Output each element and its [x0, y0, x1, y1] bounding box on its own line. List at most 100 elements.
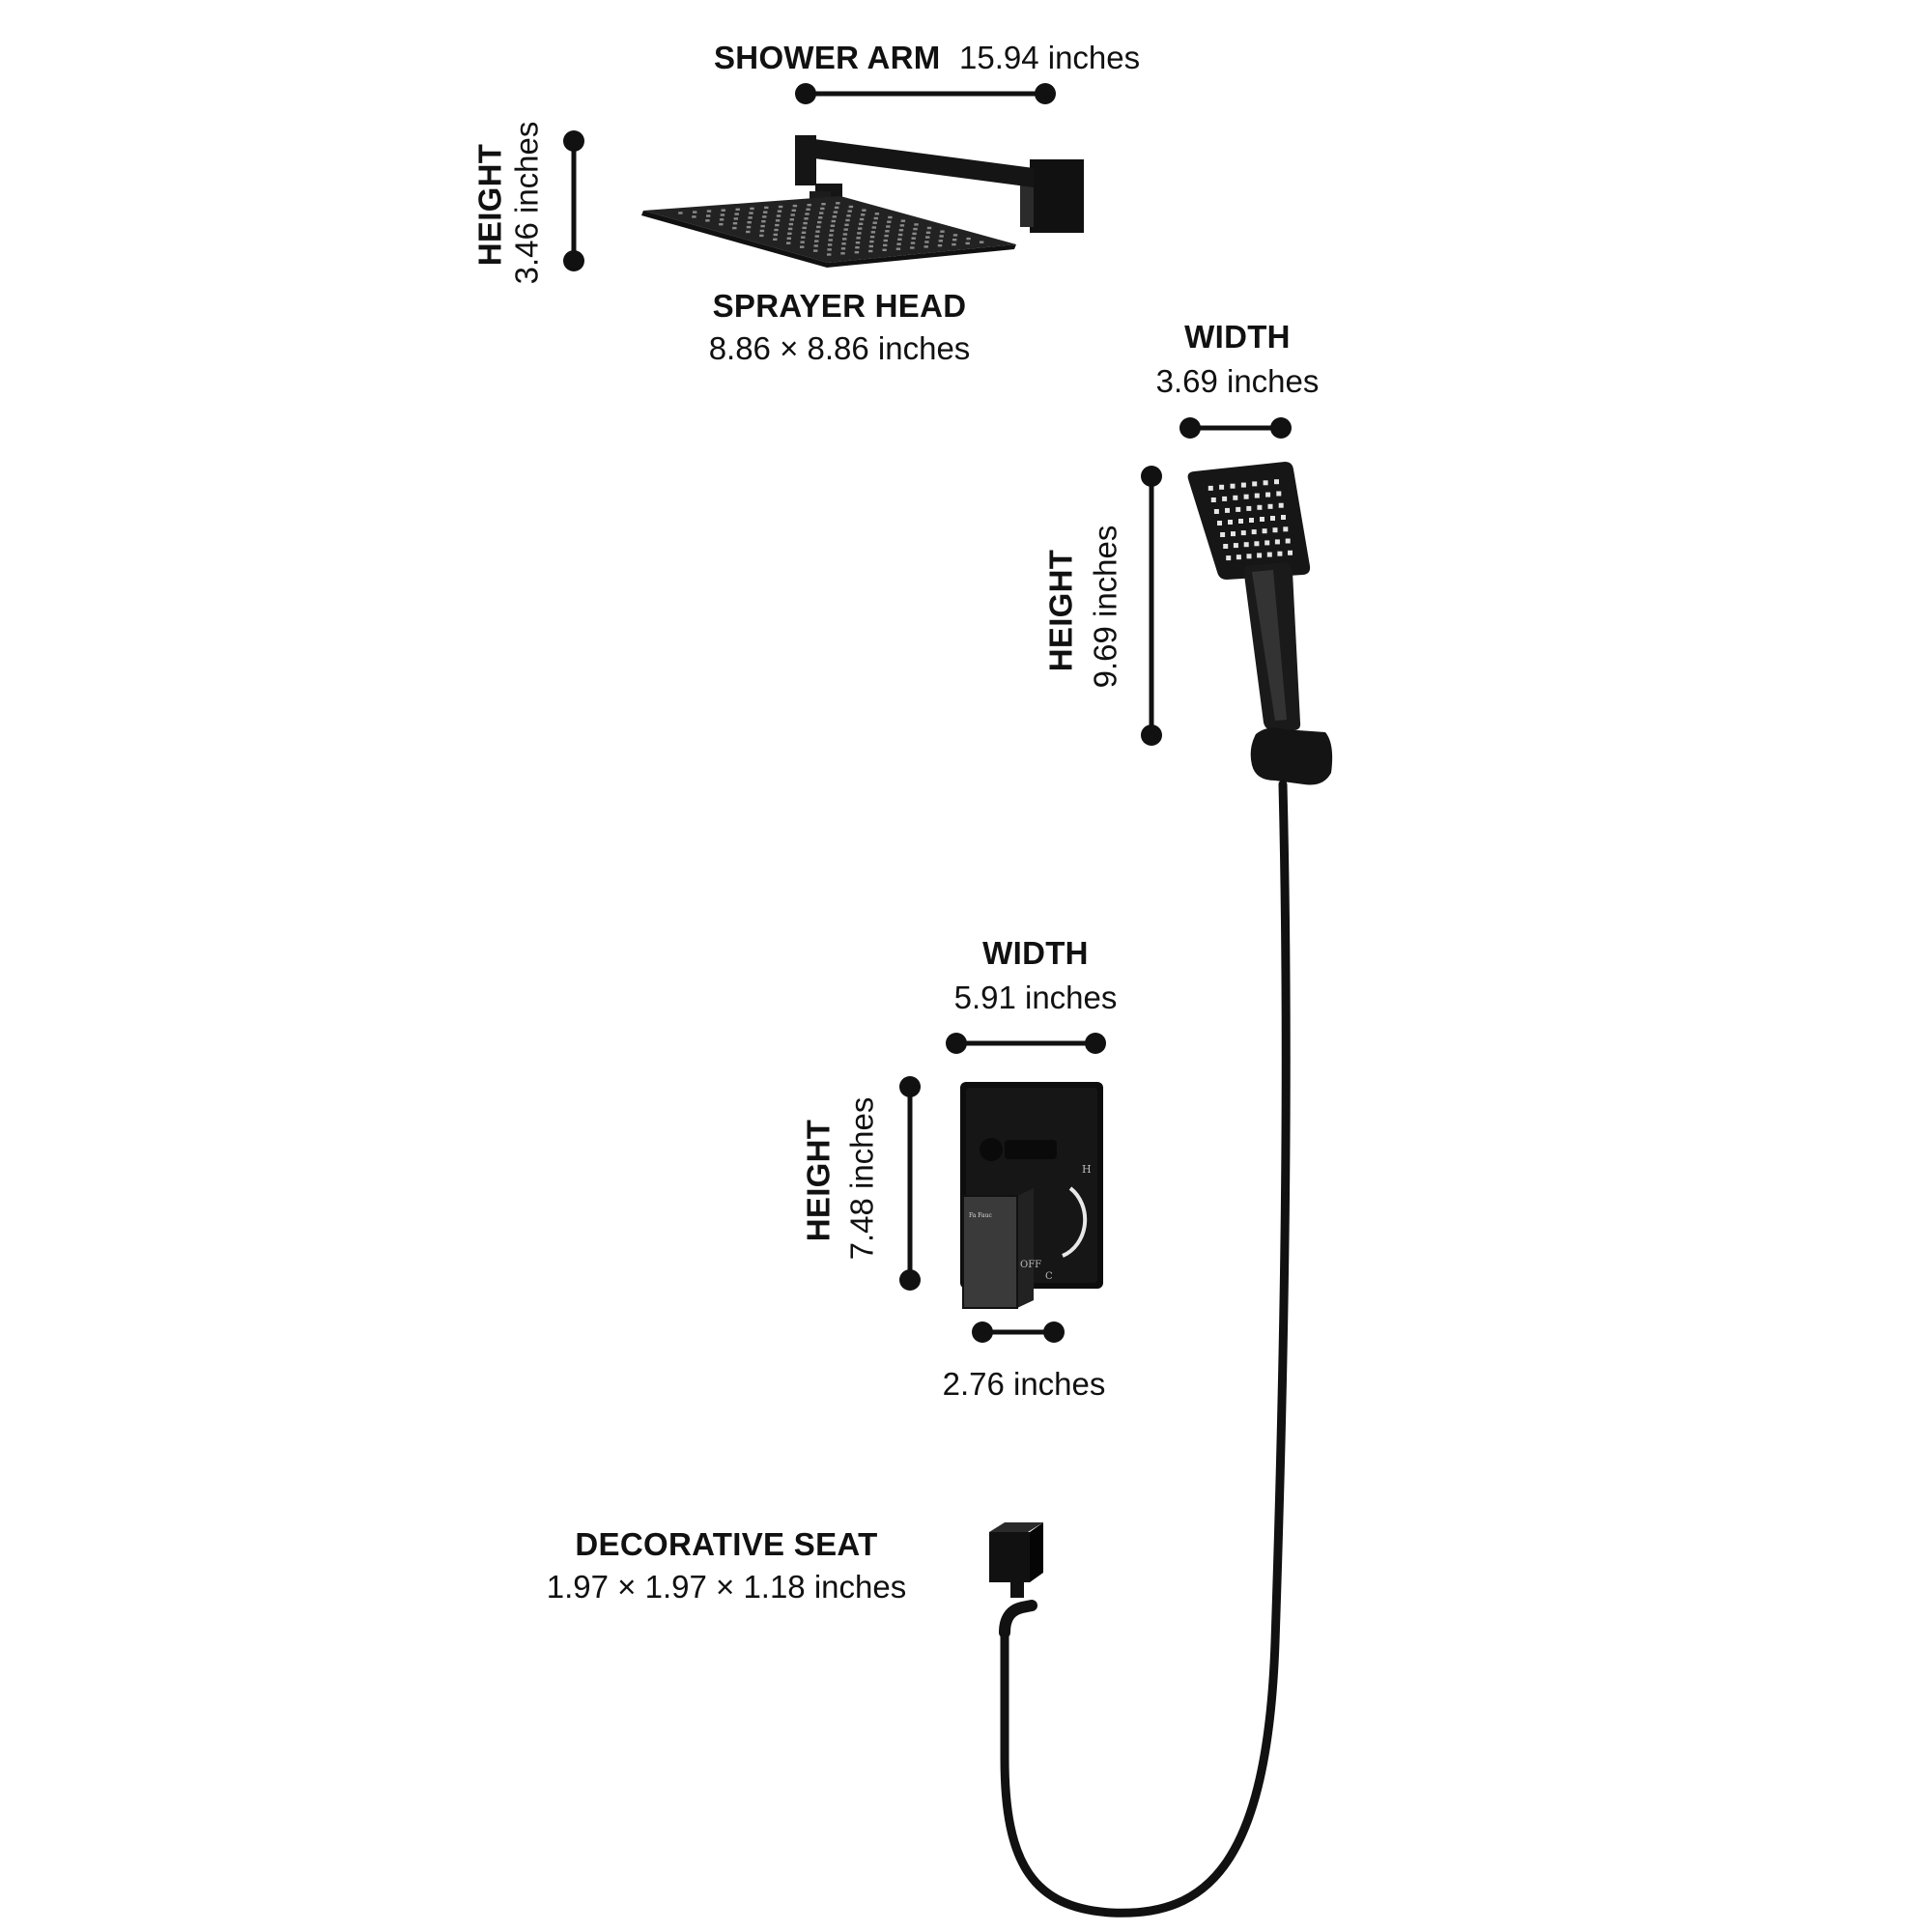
sprayer-nozzle	[841, 242, 846, 245]
handheld-nozzle	[1260, 517, 1264, 522]
sprayer-nozzle	[910, 242, 916, 244]
sprayer-nozzle	[720, 213, 725, 216]
sprayer-nozzle	[761, 220, 766, 223]
sprayer-nozzle	[895, 247, 901, 250]
hose	[999, 780, 1291, 1918]
handheld-nozzle	[1238, 519, 1243, 524]
sprayer-nozzle	[732, 226, 737, 230]
sprayer-nozzle	[925, 236, 930, 239]
valve-cold-mark: C	[1045, 1271, 1053, 1282]
sprayer-nozzle	[899, 224, 905, 227]
sprayer-nozzle	[816, 225, 821, 229]
sprayer-nozzle	[762, 215, 767, 218]
handheld-nozzle	[1208, 485, 1213, 491]
sprayer-nozzle	[819, 212, 824, 214]
handheld-nozzle	[1210, 497, 1216, 502]
sprayer-nozzle	[870, 231, 876, 234]
handheld-nozzle	[1274, 479, 1279, 485]
handheld-nozzle	[1236, 554, 1241, 560]
sprayer-nozzle	[952, 234, 958, 237]
sprayer-nozzle	[775, 219, 781, 222]
sprayer-nozzle	[910, 246, 915, 249]
sprayer-nozzle	[787, 227, 793, 231]
sprayer-nozzle	[840, 247, 846, 250]
handheld-nozzle	[1264, 540, 1270, 546]
sprayer-nozzle	[925, 231, 931, 234]
sprayer-nozzle	[887, 220, 892, 223]
sprayer-nozzle	[836, 202, 840, 205]
handheld-nozzle	[1240, 482, 1246, 488]
handheld-nozzle	[1220, 532, 1226, 537]
handheld-nozzle	[1254, 493, 1260, 498]
sprayer-nozzle	[965, 242, 970, 245]
handheld-nozzle	[1246, 554, 1252, 559]
valve-height-dimension-line	[899, 1076, 921, 1291]
sprayer-nozzle	[764, 206, 769, 210]
sprayer-nozzle	[733, 217, 738, 220]
sprayer-nozzle	[840, 252, 845, 255]
sprayer-nozzle	[815, 230, 820, 233]
handheld-height-value: 9.69 inches	[1087, 525, 1123, 689]
sprayer-nozzle	[952, 239, 957, 242]
handheld-nozzle	[1226, 555, 1232, 561]
sprayer-nozzle	[872, 221, 877, 224]
valve-trim: Fa Fauc H OFF C	[960, 1082, 1103, 1309]
shower-arm-dimension-line	[795, 83, 1056, 104]
sprayer-nozzle	[923, 245, 928, 248]
sprayer-nozzle	[869, 236, 875, 239]
sprayer-nozzle	[855, 242, 861, 244]
sprayer-nozzle	[692, 215, 696, 218]
sprayer-nozzle	[706, 214, 711, 217]
sprayer-nozzle	[940, 230, 945, 233]
sprayer-nozzle	[786, 242, 791, 244]
sprayer-nozzle	[842, 233, 848, 236]
sprayer-nozzle	[802, 226, 807, 230]
sprayer-nozzle	[842, 238, 847, 241]
sprayer-nozzle	[773, 233, 778, 237]
handheld-nozzle	[1251, 529, 1257, 535]
sprayer-nozzle	[778, 205, 783, 209]
sprayer-nozzle	[856, 237, 861, 240]
sprayer-nozzle	[813, 249, 818, 252]
sprayer-nozzle	[746, 225, 752, 229]
sprayer-nozzle	[882, 248, 887, 251]
valve-handle-dimension-line	[972, 1321, 1065, 1343]
sprayer-nozzle	[885, 230, 890, 233]
sprayer-nozzle	[800, 245, 805, 248]
sprayer-nozzle	[898, 229, 904, 232]
sprayer-nozzle	[926, 226, 932, 230]
sprayer-nozzle	[979, 241, 984, 243]
valve-handle-logo: Fa Fauc	[969, 1212, 992, 1219]
sprayer-nozzle	[858, 222, 864, 225]
sprayer-nozzle	[814, 235, 819, 238]
sprayer-nozzle	[888, 215, 893, 219]
sprayer-nozzle	[846, 214, 851, 217]
sprayer-nozzle	[924, 241, 929, 243]
sprayer-nozzle	[818, 216, 823, 219]
sprayer-nozzle	[869, 240, 874, 243]
sprayer-nozzle	[827, 248, 832, 251]
sprayer-nozzle	[821, 203, 826, 206]
valve-height-value: 7.48 inches	[843, 1096, 880, 1261]
valve-off-mark: OFF	[1020, 1260, 1041, 1270]
sprayer-nozzle	[820, 207, 825, 211]
sprayer-nozzle	[897, 238, 902, 241]
handheld-nozzle	[1231, 531, 1236, 537]
handheld-width-title: WIDTH	[1184, 319, 1291, 355]
sprayer-nozzle	[790, 213, 795, 216]
sprayer-nozzle	[913, 227, 918, 231]
sprayer-nozzle	[859, 217, 865, 221]
handheld-nozzle	[1252, 481, 1258, 487]
sprayer-nozzle	[746, 230, 751, 234]
handheld-nozzle	[1249, 518, 1254, 523]
sprayer-head-height-dimension-line	[563, 130, 584, 271]
sprayer-nozzle	[807, 204, 811, 207]
sprayer-nozzle	[833, 211, 838, 213]
handheld-nozzle	[1243, 494, 1249, 499]
sprayer-nozzle	[829, 229, 835, 232]
sprayer-nozzle	[830, 224, 836, 227]
sprayer-nozzle	[806, 208, 810, 211]
sprayer-nozzle	[832, 215, 837, 218]
sprayer-head	[641, 196, 1016, 268]
sprayer-nozzle	[759, 229, 765, 233]
